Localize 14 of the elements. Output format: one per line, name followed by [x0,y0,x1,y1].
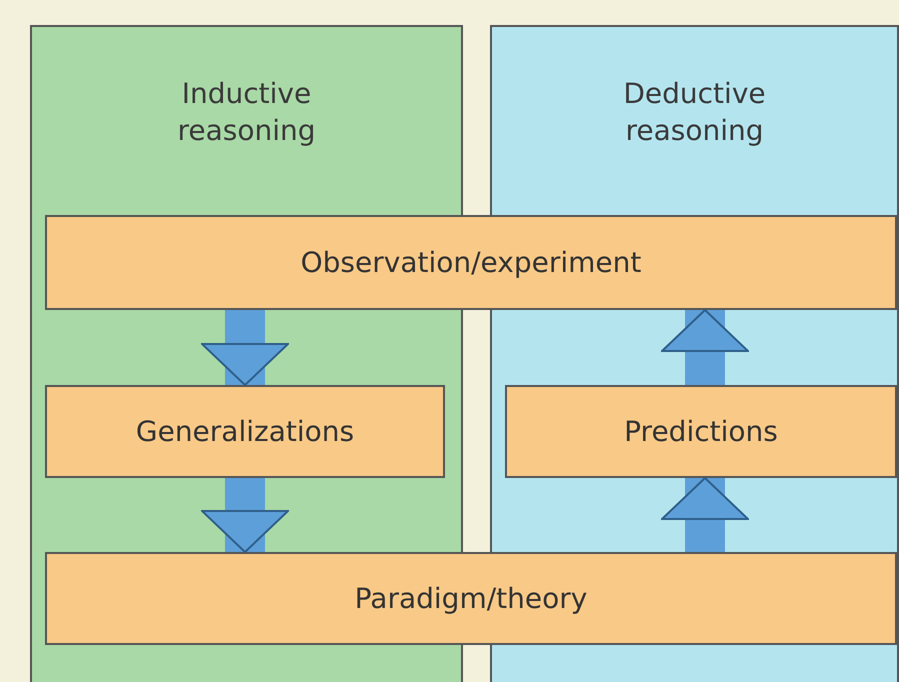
process-box [45,215,897,310]
process-box [505,385,897,478]
process-box [45,552,897,645]
panel-heading: Deductive reasoning [622,76,767,149]
box-label: Predictions [624,415,778,448]
block-arrow [661,477,749,552]
block-arrow [201,478,289,553]
box-label: Generalizations [136,415,354,448]
box-label: Observation/experiment [300,246,642,279]
process-box [45,385,445,478]
block-arrow [661,309,749,385]
panel-heading: Inductive reasoning [176,76,317,149]
block-arrow [201,310,289,386]
box-label: Paradigm/theory [354,582,588,615]
